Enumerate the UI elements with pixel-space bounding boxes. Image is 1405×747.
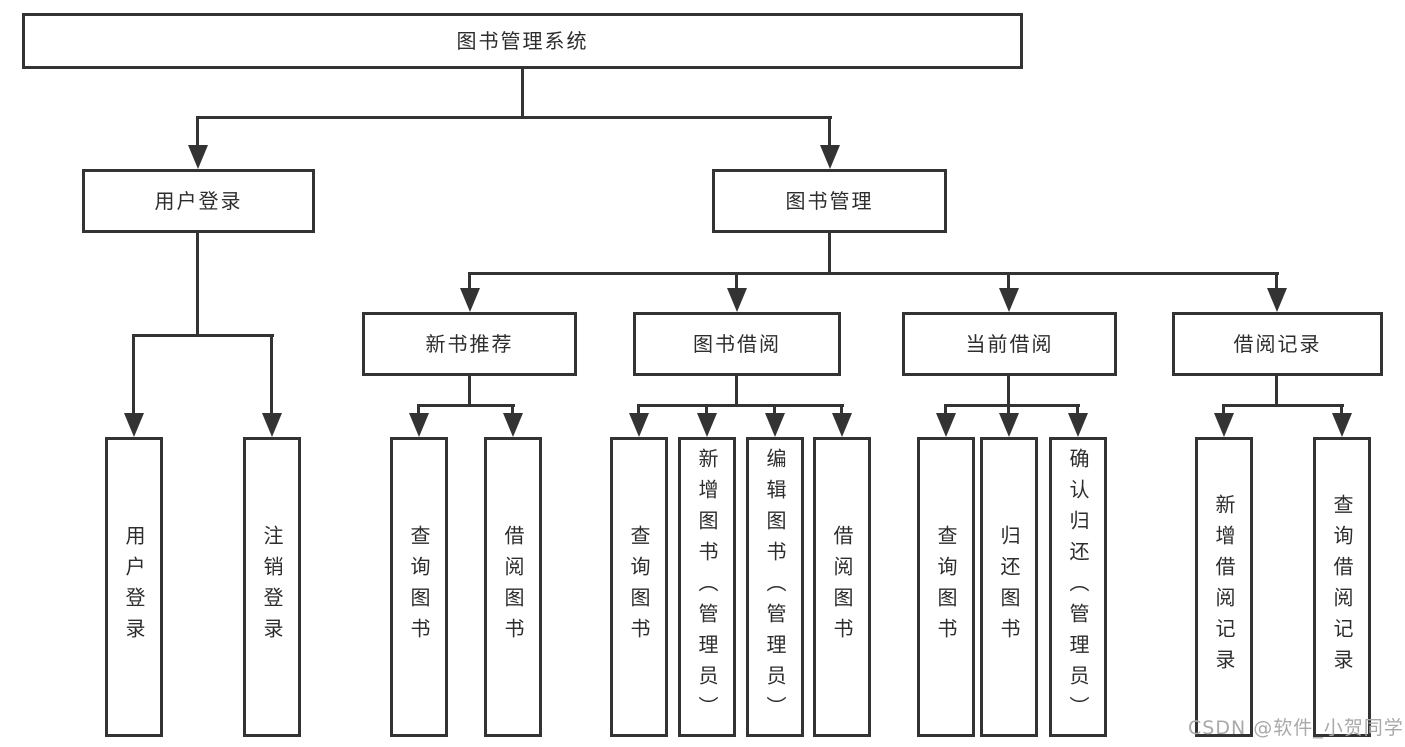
leaf-user-login: 用户登录 [105, 437, 163, 737]
connector-arrow-stem [840, 404, 843, 418]
arrowhead-icon [1267, 288, 1287, 312]
connector-arrow-stem [773, 404, 776, 418]
connector-arrow-stem [196, 116, 199, 150]
arrowhead-icon [936, 413, 956, 437]
connector-current-branch [944, 404, 1080, 407]
arrowhead-icon [629, 413, 649, 437]
arrowhead-icon [460, 288, 480, 312]
connector-current-stem [1007, 376, 1010, 406]
leaf-query-books-2: 查询图书 [610, 437, 668, 737]
connector-arrow-stem [417, 404, 420, 418]
node-library-system: 图书管理系统 [22, 13, 1023, 69]
connector-arrow-stem [1222, 404, 1225, 418]
arrowhead-icon [832, 413, 852, 437]
leaf-logout: 注销登录 [243, 437, 301, 737]
node-book-management: 图书管理 [712, 169, 947, 233]
leaf-add-borrow-record: 新增借阅记录 [1195, 437, 1253, 737]
connector-arrow-stem [468, 272, 471, 292]
connector-arrow-stem [705, 404, 708, 418]
watermark: CSDN @软件_小贺同学 [1188, 717, 1404, 739]
connector-login-stem [196, 233, 199, 336]
leaf-add-book-admin: 新增图书（管理员） [678, 437, 736, 737]
connector-mgmt-branch [468, 272, 1279, 275]
connector-root-branch [196, 116, 832, 119]
connector-arrow-stem [828, 116, 831, 150]
connector-arrow-stem [944, 404, 947, 418]
node-current-borrow: 当前借阅 [902, 312, 1117, 376]
arrowhead-icon [1068, 413, 1088, 437]
leaf-return-book: 归还图书 [980, 437, 1038, 737]
node-new-book-recommend: 新书推荐 [362, 312, 577, 376]
node-borrow-records: 借阅记录 [1172, 312, 1383, 376]
connector-arrow-stem [1076, 404, 1079, 418]
connector-borrow-branch [637, 404, 844, 407]
arrowhead-icon [124, 413, 144, 437]
node-book-borrow: 图书借阅 [633, 312, 841, 376]
arrowhead-icon [697, 413, 717, 437]
connector-arrow-stem [511, 404, 514, 418]
leaf-query-borrow-record: 查询借阅记录 [1313, 437, 1371, 737]
connector-arrow-stem [270, 334, 273, 416]
connector-newbook-stem [468, 376, 471, 406]
connector-borrow-stem [735, 376, 738, 406]
connector-root-stem [521, 69, 524, 117]
leaf-borrow-books-2: 借阅图书 [813, 437, 871, 737]
leaf-edit-book-admin: 编辑图书（管理员） [746, 437, 804, 737]
connector-mgmt-stem [828, 233, 831, 274]
arrowhead-icon [503, 413, 523, 437]
leaf-borrow-books-1: 借阅图书 [484, 437, 542, 737]
connector-login-branch [132, 334, 274, 337]
leaf-query-books-3: 查询图书 [917, 437, 975, 737]
arrowhead-icon [1332, 413, 1352, 437]
connector-records-branch [1222, 404, 1344, 407]
arrowhead-icon [999, 413, 1019, 437]
leaf-query-books-1: 查询图书 [390, 437, 448, 737]
connector-arrow-stem [1007, 272, 1010, 292]
arrowhead-icon [820, 145, 840, 169]
arrowhead-icon [1214, 413, 1234, 437]
arrowhead-icon [188, 145, 208, 169]
arrowhead-icon [765, 413, 785, 437]
connector-arrow-stem [1007, 404, 1010, 418]
arrowhead-icon [262, 413, 282, 437]
arrowhead-icon [727, 288, 747, 312]
connector-records-stem [1275, 376, 1278, 406]
connector-newbook-branch [417, 404, 515, 407]
connector-arrow-stem [1340, 404, 1343, 418]
leaf-confirm-return: 确认归还（管理员） [1049, 437, 1107, 737]
arrowhead-icon [409, 413, 429, 437]
connector-arrow-stem [735, 272, 738, 292]
node-user-login: 用户登录 [82, 169, 315, 233]
connector-arrow-stem [1275, 272, 1278, 292]
arrowhead-icon [999, 288, 1019, 312]
connector-arrow-stem [637, 404, 640, 418]
connector-arrow-stem [132, 334, 135, 416]
